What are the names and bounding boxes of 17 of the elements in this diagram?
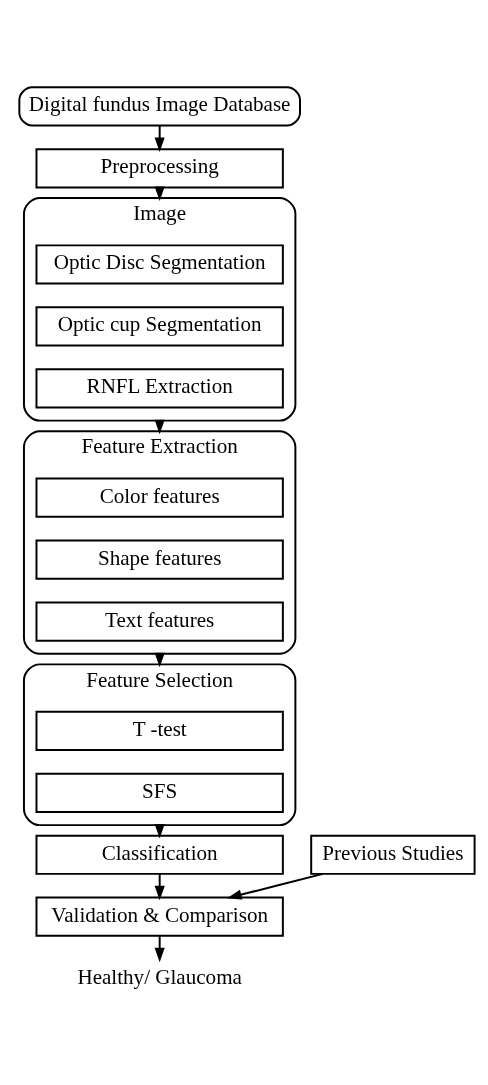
node-box: Optic cup Segmentation — [35, 306, 284, 347]
node-box: Shape features — [35, 539, 284, 580]
node-box: Classification — [35, 834, 284, 875]
arrow — [154, 873, 165, 901]
node-box: Color features — [35, 477, 284, 518]
node-box: RNFL Extraction — [35, 368, 284, 409]
arrow — [154, 935, 165, 963]
arrow — [154, 124, 165, 152]
node-box: SFS — [35, 772, 284, 813]
node-text: Healthy/ Glaucoma — [77, 964, 242, 989]
node-box: Validation & Comparison — [35, 896, 284, 937]
node-box: Text features — [35, 601, 284, 642]
arrow — [227, 872, 324, 900]
node-box: Digital fundus Image Database — [18, 86, 301, 127]
node-box: T -test — [35, 710, 284, 751]
node-box: Optic Disc Segmentation — [35, 244, 284, 285]
node-box: Previous Studies — [310, 834, 476, 875]
